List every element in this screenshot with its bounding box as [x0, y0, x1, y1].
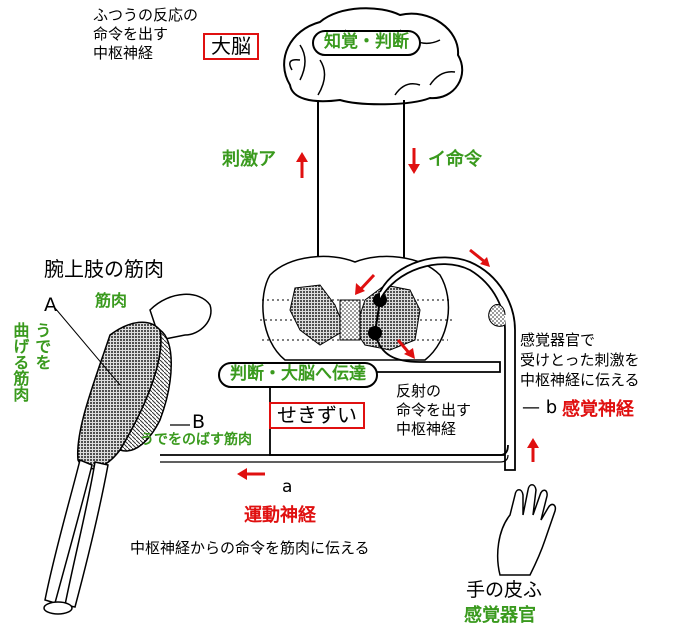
label-a: a	[282, 478, 292, 498]
motor-nerve-label: 運動神経	[244, 506, 316, 527]
muscle-label: 筋肉	[95, 292, 127, 310]
bend-arm-muscle-line1: うでを	[32, 322, 50, 370]
transmit-to-brain-label: 判断・大脳へ伝達	[218, 362, 378, 388]
label-B: B	[192, 412, 205, 434]
brain-icon	[284, 8, 462, 104]
arrow-up-icon	[527, 438, 539, 462]
arrow-down-icon	[408, 148, 420, 174]
hand-skin-label: 手の皮ふ	[466, 580, 542, 602]
sensory-organ-label: 感覚器官	[464, 606, 536, 627]
arrow-left-icon	[237, 468, 265, 480]
sensory-nerve-desc: 感覚器官で 受けとった刺激を 中枢神経に伝える	[520, 330, 640, 390]
motor-nerve-desc: 中枢神経からの命令を筋肉に伝える	[130, 540, 370, 557]
stimulus-label: 刺激ア	[222, 150, 276, 171]
spinal-cord-cross-section	[260, 256, 452, 360]
arrow-up-icon	[296, 152, 308, 178]
arm-muscle-title: 腕上肢の筋肉	[44, 258, 164, 281]
label-A: A	[44, 295, 57, 317]
extend-arm-muscle-label: うでをのばす筋肉	[140, 432, 252, 448]
label-b: — b	[522, 398, 557, 419]
normal-response-center-label: ふつうの反応の 命令を出す 中枢神経	[93, 6, 198, 63]
sensory-nerve-label: 感覚神経	[562, 400, 634, 421]
spinal-cord-label: せきずい	[269, 402, 365, 429]
hand-icon	[498, 485, 556, 575]
bend-arm-muscle-line2: 曲げる筋肉	[10, 322, 28, 402]
command-label: イ命令	[428, 150, 482, 171]
cerebrum-label: 大脳	[203, 33, 259, 60]
perception-judgment-label: 知覚・判断	[312, 30, 421, 56]
reflex-center-label: 反射の 命令を出す 中枢神経	[396, 382, 471, 439]
